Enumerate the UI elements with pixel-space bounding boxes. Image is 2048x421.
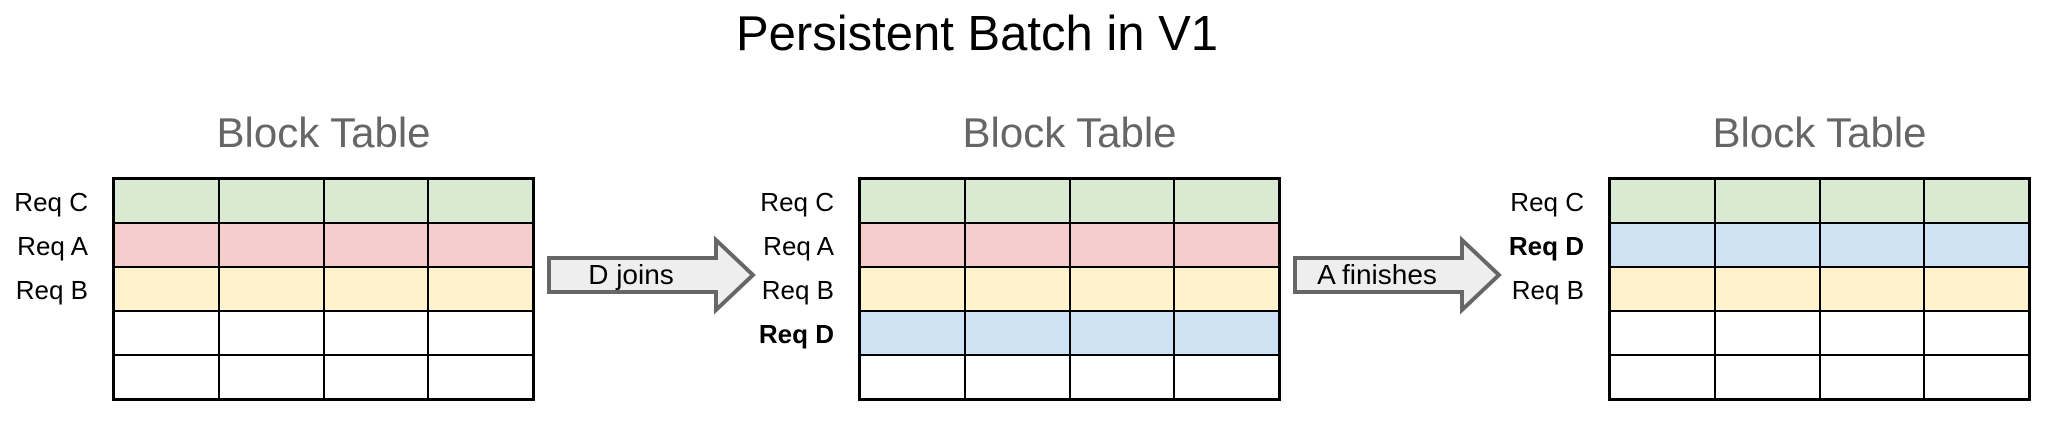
block-cell bbox=[966, 180, 1071, 222]
row-label-req-d: Req D bbox=[758, 319, 834, 349]
block-table-row bbox=[115, 224, 532, 268]
block-table-heading-1: Block Table bbox=[216, 109, 431, 156]
block-cell bbox=[1611, 224, 1716, 266]
block-cell bbox=[115, 356, 220, 398]
block-cell bbox=[220, 312, 325, 354]
block-table-row bbox=[1611, 312, 2028, 356]
block-cell bbox=[1925, 268, 2028, 310]
block-table-row bbox=[1611, 356, 2028, 398]
block-cell bbox=[115, 268, 220, 310]
block-table-row bbox=[861, 180, 1278, 224]
arrow-label-d-joins: D joins bbox=[588, 259, 674, 290]
block-cell bbox=[861, 312, 966, 354]
diagram-title: Persistent Batch in V1 bbox=[735, 7, 1219, 61]
block-cell bbox=[1175, 356, 1278, 398]
block-cell bbox=[861, 268, 966, 310]
block-cell bbox=[325, 356, 430, 398]
right-arrow-icon bbox=[1293, 235, 1502, 315]
block-cell bbox=[966, 312, 1071, 354]
right-arrow-icon bbox=[547, 235, 756, 315]
block-cell bbox=[1611, 356, 1716, 398]
block-cell bbox=[1611, 180, 1716, 222]
block-cell bbox=[1821, 312, 1926, 354]
block-cell bbox=[1821, 268, 1926, 310]
transition-arrow-a-finishes bbox=[1292, 235, 1502, 315]
block-cell bbox=[1821, 224, 1926, 266]
block-cell bbox=[1071, 180, 1176, 222]
row-label-req-a: Req A bbox=[763, 231, 834, 261]
row-label-req-c: Req C bbox=[14, 187, 88, 217]
block-cell bbox=[325, 268, 430, 310]
block-table-3 bbox=[1608, 177, 2031, 401]
block-cell bbox=[1716, 224, 1821, 266]
block-cell bbox=[1071, 224, 1176, 266]
block-cell bbox=[1175, 180, 1278, 222]
block-cell bbox=[1821, 356, 1926, 398]
block-cell bbox=[429, 312, 532, 354]
block-cell bbox=[325, 224, 430, 266]
block-table-heading-2: Block Table bbox=[962, 109, 1177, 156]
block-table-row bbox=[1611, 268, 2028, 312]
block-cell bbox=[220, 268, 325, 310]
block-cell bbox=[1716, 180, 1821, 222]
block-table-1 bbox=[112, 177, 535, 401]
block-cell bbox=[429, 180, 532, 222]
block-cell bbox=[966, 224, 1071, 266]
row-label-req-a: Req A bbox=[17, 231, 88, 261]
block-cell bbox=[861, 180, 966, 222]
block-cell bbox=[1925, 180, 2028, 222]
block-table-row bbox=[861, 268, 1278, 312]
block-cell bbox=[325, 312, 430, 354]
block-cell bbox=[429, 356, 532, 398]
arrow-label-a-finishes: A finishes bbox=[1317, 259, 1437, 290]
row-label-req-c: Req C bbox=[1510, 187, 1584, 217]
block-cell bbox=[1716, 268, 1821, 310]
block-table-heading-3: Block Table bbox=[1712, 109, 1927, 156]
block-cell bbox=[1071, 312, 1176, 354]
block-cell bbox=[325, 180, 430, 222]
block-cell bbox=[1611, 312, 1716, 354]
block-table-row bbox=[1611, 180, 2028, 224]
block-cell bbox=[220, 180, 325, 222]
row-label-req-c: Req C bbox=[760, 187, 834, 217]
block-cell bbox=[1071, 268, 1176, 310]
block-cell bbox=[1175, 224, 1278, 266]
block-cell bbox=[1611, 268, 1716, 310]
block-table-row bbox=[1611, 224, 2028, 268]
block-cell bbox=[1175, 312, 1278, 354]
block-cell bbox=[966, 356, 1071, 398]
block-cell bbox=[966, 268, 1071, 310]
transition-arrow-d-joins bbox=[546, 235, 756, 315]
block-cell bbox=[220, 356, 325, 398]
block-table-row bbox=[861, 224, 1278, 268]
block-cell bbox=[1716, 356, 1821, 398]
block-cell bbox=[861, 356, 966, 398]
row-label-req-b: Req B bbox=[1511, 275, 1584, 305]
block-cell bbox=[861, 224, 966, 266]
block-table-row bbox=[115, 180, 532, 224]
block-cell bbox=[115, 312, 220, 354]
block-cell bbox=[1175, 268, 1278, 310]
block-cell bbox=[1071, 356, 1176, 398]
row-label-req-d: Req D bbox=[1508, 231, 1584, 261]
block-table-row bbox=[115, 312, 532, 356]
block-cell bbox=[115, 180, 220, 222]
block-cell bbox=[1925, 224, 2028, 266]
block-cell bbox=[115, 224, 220, 266]
block-table-2 bbox=[858, 177, 1281, 401]
block-cell bbox=[1716, 312, 1821, 354]
row-label-req-b: Req B bbox=[761, 275, 834, 305]
block-cell bbox=[220, 224, 325, 266]
block-table-row bbox=[861, 356, 1278, 398]
row-label-req-b: Req B bbox=[15, 275, 88, 305]
block-table-row bbox=[115, 268, 532, 312]
block-cell bbox=[429, 224, 532, 266]
block-table-row bbox=[115, 356, 532, 398]
block-table-row bbox=[861, 312, 1278, 356]
block-cell bbox=[1821, 180, 1926, 222]
block-cell bbox=[1925, 356, 2028, 398]
block-cell bbox=[429, 268, 532, 310]
block-cell bbox=[1925, 312, 2028, 354]
